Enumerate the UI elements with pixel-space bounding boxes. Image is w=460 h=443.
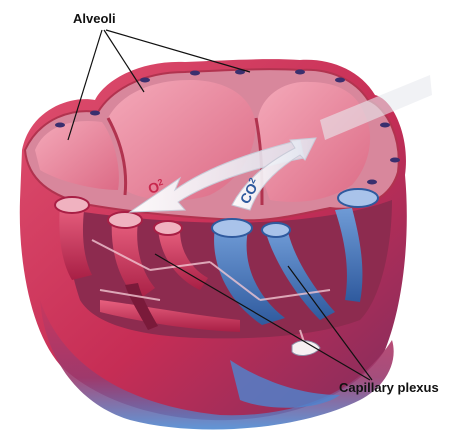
septum-1 (106, 117, 128, 196)
leader-lines (67, 29, 373, 381)
oxygen-label: O2 (146, 177, 166, 197)
alveoli-leader-2 (103, 29, 145, 93)
air-flow-arrow (320, 75, 432, 140)
capillary-plexus-label: Capillary plexus (339, 380, 439, 395)
carbon-dioxide-arrow (231, 137, 317, 211)
alveolus-left-interior (35, 120, 119, 190)
alveoli-leader-1 (67, 29, 103, 141)
capillary-cells (55, 69, 400, 185)
alveoli-label: Alveoli (73, 11, 116, 26)
connective-strands (91, 239, 331, 346)
capillary-leader-2 (287, 265, 373, 381)
capillary-leader-1 (154, 253, 371, 381)
tissue-base (40, 300, 394, 430)
arterial-vessels (54, 196, 240, 332)
venous-vessels (211, 188, 379, 408)
plexus-cell (291, 340, 321, 356)
alveoli-leader-3 (105, 29, 251, 73)
gas-exchange-arrows (128, 75, 432, 213)
